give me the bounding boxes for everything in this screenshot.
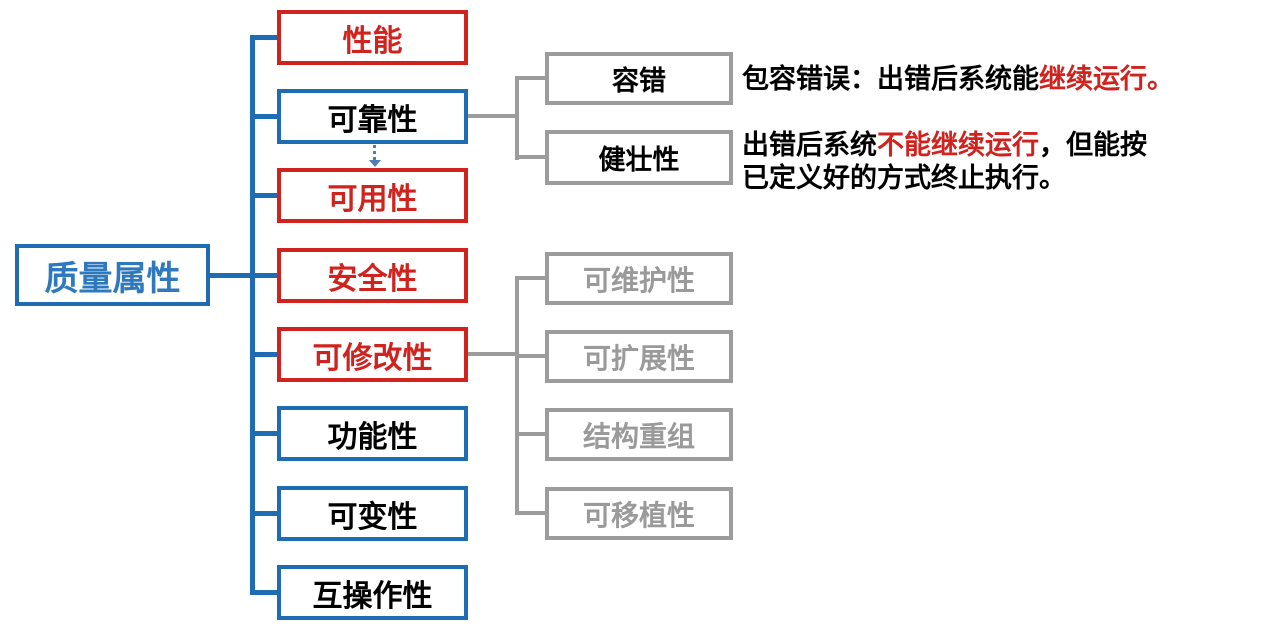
node-maintainability: 可维护性 (545, 252, 733, 305)
annotation-robustness-seg3: ，但能按 (1039, 130, 1147, 160)
annotation-robustness-line2: 已定义好的方式终止执行。 (742, 163, 1066, 193)
node-quality-attributes: 质量属性 (15, 244, 210, 306)
connector-branch-modifiability (250, 352, 277, 357)
dashed-arrow-icon (373, 145, 376, 160)
node-modifiability: 可修改性 (277, 327, 468, 382)
connector-modifiability-out (468, 352, 515, 356)
connector-branch-portability (515, 511, 545, 515)
connector-branch-extensibility (515, 354, 545, 358)
connector-trunk (250, 35, 255, 595)
annotation-robustness: 出错后系统不能继续运行，但能按 已定义好的方式终止执行。 (742, 129, 1147, 195)
connector-branch-performance (250, 35, 277, 40)
node-performance: 性能 (277, 10, 468, 65)
connector-branch-robustness (515, 155, 545, 159)
connector-reliability-vertical (515, 76, 519, 160)
annotation-robustness-seg1: 出错后系统 (742, 130, 877, 160)
connector-root (210, 273, 255, 278)
connector-branch-fault-tolerance (515, 76, 545, 80)
annotation-robustness-seg2: 不能继续运行 (877, 130, 1039, 160)
connector-reliability-out (468, 114, 515, 118)
annotation-fault-tolerance-black: 包容错误：出错后系统能 (742, 64, 1039, 94)
connector-modifiability-vertical (515, 276, 519, 515)
node-functionality: 功能性 (277, 406, 468, 461)
node-variability: 可变性 (277, 486, 468, 541)
connector-branch-restructuring (515, 432, 545, 436)
annotation-fault-tolerance: 包容错误：出错后系统能继续运行。 (742, 63, 1174, 96)
annotation-fault-tolerance-red: 继续运行。 (1039, 64, 1174, 94)
connector-branch-availability (250, 193, 277, 198)
connector-branch-maintainability (515, 276, 545, 280)
connector-branch-functionality (250, 431, 277, 436)
node-availability: 可用性 (277, 168, 468, 223)
dashed-arrow-head-icon (369, 160, 381, 167)
connector-branch-interoperability (250, 590, 277, 595)
connector-branch-security (250, 273, 277, 278)
node-portability: 可移植性 (545, 487, 733, 540)
node-extensibility: 可扩展性 (545, 330, 733, 383)
node-robustness: 健壮性 (545, 130, 733, 185)
annotation-robustness-line1: 出错后系统不能继续运行，但能按 (742, 129, 1147, 162)
connector-branch-variability (250, 511, 277, 516)
node-fault-tolerance: 容错 (545, 52, 733, 105)
node-reliability: 可靠性 (277, 89, 468, 144)
node-restructuring: 结构重组 (545, 408, 733, 461)
connector-branch-reliability (250, 114, 277, 119)
node-interoperability: 互操作性 (277, 565, 468, 620)
node-security: 安全性 (277, 248, 468, 303)
